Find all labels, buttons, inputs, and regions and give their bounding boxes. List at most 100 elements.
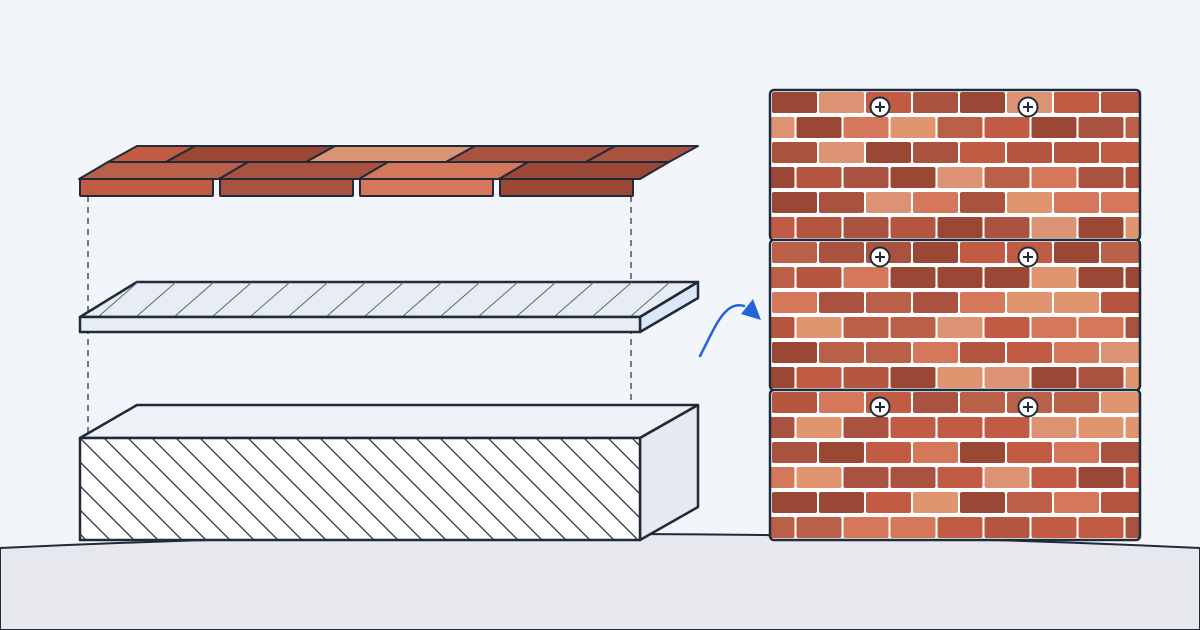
brick [1125,117,1140,138]
brick [960,492,1005,513]
brick [1007,192,1052,213]
brick [1054,292,1099,313]
brick [1078,417,1124,438]
brick [772,342,817,363]
hatch-line [343,438,447,540]
brick [1125,517,1140,538]
brick [1054,192,1099,213]
brick [937,467,983,488]
brick [984,467,1030,488]
board-top-face [78,280,700,319]
brick [770,517,795,538]
brick [819,192,864,213]
brick [1054,442,1099,463]
brick [913,392,958,413]
board-front-face [78,315,642,334]
brick [1031,317,1077,338]
screw-head-icon [1017,246,1039,268]
brick-panel [768,88,1142,242]
brick [819,492,864,513]
brick [984,267,1030,288]
hatch-line [247,438,351,540]
brick [1078,167,1124,188]
brick [770,117,795,138]
hatch-line [439,438,543,540]
brick-panels [768,88,1142,542]
brick [960,242,1005,263]
brick [1125,367,1140,388]
brick [1007,292,1052,313]
brick [984,317,1030,338]
brick [843,367,889,388]
panel-bricks [770,242,1140,388]
brick [843,217,889,238]
brick [890,317,936,338]
brick [796,367,842,388]
tile-front-face [499,178,634,197]
brick [796,267,842,288]
brick [819,92,864,113]
panel-bricks [770,392,1140,538]
brick [937,117,983,138]
brick [1007,342,1052,363]
brick [1031,167,1077,188]
brick [937,267,983,288]
brick [960,142,1005,163]
brick [1078,117,1124,138]
screw-head-icon [869,246,891,268]
hatch-line [295,438,399,540]
brick [984,417,1030,438]
brick [913,342,958,363]
brick-slip-tiles [78,145,699,197]
brick [1007,442,1052,463]
brick [819,442,864,463]
brick [819,242,864,263]
brick [1078,267,1124,288]
brick [772,292,817,313]
brick [796,217,842,238]
hatch-line [223,438,327,540]
hatch-line [80,509,111,540]
brick [984,167,1030,188]
brick [913,192,958,213]
brick [960,192,1005,213]
brick [1054,392,1099,413]
panel-outline [768,388,1142,542]
screw-head-icon [1017,96,1039,118]
ground [0,533,1200,630]
brick [1031,367,1077,388]
brick [913,492,958,513]
brick [890,517,936,538]
brick [1101,192,1140,213]
brick [772,92,817,113]
brick [772,442,817,463]
hatch-line [391,438,495,540]
brick [772,192,817,213]
brick [937,367,983,388]
block-front-face [80,438,640,540]
brick [770,367,795,388]
hatch-line [175,438,279,540]
hatch-line [487,438,591,540]
brick [960,392,1005,413]
brick [1054,142,1099,163]
brick [984,217,1030,238]
hatch-line [325,282,367,317]
brick [890,267,936,288]
hatch-line [80,533,87,540]
brick [866,292,911,313]
brick [819,292,864,313]
brick [890,367,936,388]
tile-top-front [498,161,670,180]
brick [796,517,842,538]
hatch-line [0,438,62,540]
hatch-line [511,438,615,540]
brick [937,167,983,188]
hatch-line [80,438,183,540]
brick [937,217,983,238]
brick [913,242,958,263]
brick [772,492,817,513]
hatch-line [80,461,159,540]
hatch-line [583,438,640,495]
